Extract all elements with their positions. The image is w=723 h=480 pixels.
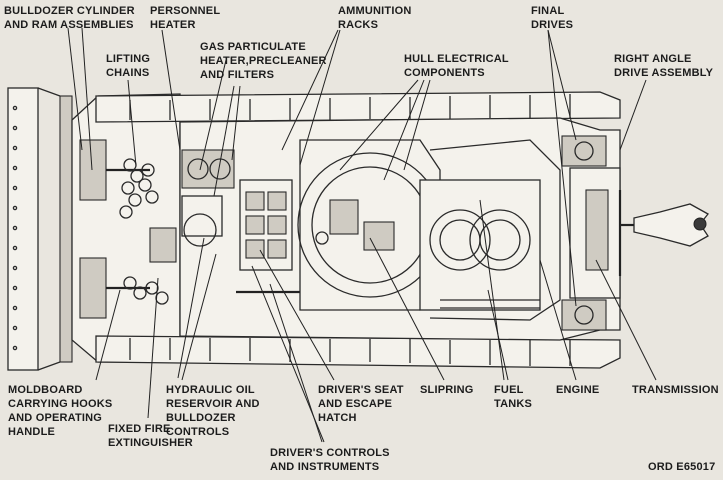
lifting-chain-graphic xyxy=(119,158,169,305)
label-ammunition-racks: AMMUNITION RACKS xyxy=(338,5,415,31)
lower-track-skirt xyxy=(95,335,621,369)
callout-labels: BULLDOZER CYLINDER AND RAM ASSEMBLIES PE… xyxy=(4,5,719,473)
track-links xyxy=(129,94,571,366)
transmission-graphic xyxy=(569,167,622,299)
leader-lines xyxy=(67,27,657,443)
label-lifting-chains: LIFTING CHAINS xyxy=(106,53,153,79)
label-moldboard-hooks: MOLDBOARD CARRYING HOOKS AND OPERATING H… xyxy=(8,384,116,438)
final-drives-graphic xyxy=(561,135,607,331)
label-right-angle-drive: RIGHT ANGLE DRIVE ASSEMBLY xyxy=(614,53,714,79)
label-hydraulic-oil: HYDRAULIC OIL RESERVOIR AND BULLDOZER CO… xyxy=(166,384,263,438)
crew-compartment xyxy=(297,139,443,311)
label-gas-particulate: GAS PARTICULATE HEATER,PRECLEANER AND FI… xyxy=(200,41,330,81)
label-drivers-seat: DRIVER'S SEAT AND ESCAPE HATCH xyxy=(318,384,407,424)
front-hull xyxy=(71,93,181,363)
label-bulldozer-cylinder: BULLDOZER CYLINDER AND RAM ASSEMBLIES xyxy=(4,5,138,31)
bulldozer-blade xyxy=(7,87,73,371)
label-personnel-heater: PERSONNEL HEATER xyxy=(150,5,223,31)
heater-and-filters xyxy=(149,149,235,263)
label-transmission: TRANSMISSION xyxy=(632,384,719,396)
label-engine: ENGINE xyxy=(556,384,599,396)
upper-track-skirt xyxy=(95,91,621,123)
figure-code: ORD E65017 xyxy=(648,461,715,473)
label-slipring: SLIPRING xyxy=(420,384,474,396)
label-final-drives: FINAL DRIVES xyxy=(531,5,573,31)
vehicle-drawing xyxy=(7,87,709,371)
drivers-controls-graphic xyxy=(236,179,300,294)
label-drivers-controls: DRIVER'S CONTROLS AND INSTRUMENTS xyxy=(270,447,393,473)
tow-pintle xyxy=(620,203,709,247)
label-hull-electrical: HULL ELECTRICAL COMPONENTS xyxy=(404,53,512,79)
label-fixed-fire-extinguisher: FIXED FIRE EXTINGUISHER xyxy=(108,423,193,449)
label-fuel-tanks: FUEL TANKS xyxy=(494,384,532,410)
